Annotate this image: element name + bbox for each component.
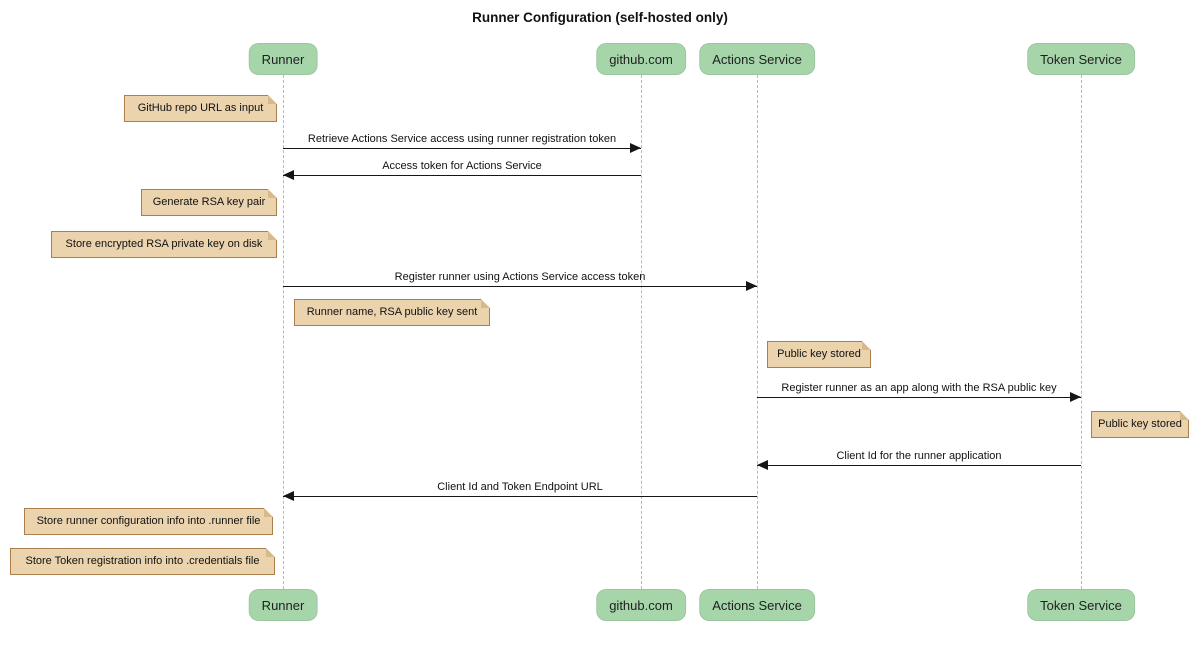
message-5-token-service-to-actions-service-label: Client Id for the runner application: [836, 450, 1002, 462]
message-3-runner-to-actions-service-line: [283, 286, 757, 287]
message-4-actions-service-to-token-service-label: Register runner as an app along with the…: [781, 382, 1057, 394]
message-4-actions-service-to-token-service-line: [757, 397, 1081, 398]
message-2-github-com-to-runner-label: Access token for Actions Service: [382, 160, 542, 172]
arrowhead-icon: [630, 143, 641, 153]
note-5-public-key-stored: Public key stored: [767, 341, 871, 368]
lifeline-token-service: [1081, 75, 1082, 589]
note-4-runner-name-rsa-public-key-sent: Runner name, RSA public key sent: [294, 299, 490, 326]
note-3-store-encrypted-rsa-private-key-on-disk: Store encrypted RSA private key on disk: [51, 231, 277, 258]
message-1-runner-to-github-com-line: [283, 148, 641, 149]
message-6-actions-service-to-runner-label: Client Id and Token Endpoint URL: [437, 481, 603, 493]
note-8-store-token-registration-info-into-crede: Store Token registration info into .cred…: [10, 548, 275, 575]
message-6-actions-service-to-runner-line: [283, 496, 757, 497]
arrowhead-icon: [283, 170, 294, 180]
participant-github-com-bottom: github.com: [596, 589, 686, 621]
message-5-token-service-to-actions-service-line: [757, 465, 1081, 466]
message-1-runner-to-github-com-label: Retrieve Actions Service access using ru…: [307, 133, 617, 145]
diagram-title: Runner Configuration (self-hosted only): [472, 10, 728, 25]
participant-token-service-bottom: Token Service: [1027, 589, 1135, 621]
participant-runner-top: Runner: [248, 43, 318, 75]
participant-token-service-top: Token Service: [1027, 43, 1135, 75]
participant-actions-service-bottom: Actions Service: [699, 589, 815, 621]
message-2-github-com-to-runner-line: [283, 175, 641, 176]
lifeline-github-com: [641, 75, 642, 589]
lifeline-actions-service: [757, 75, 758, 589]
message-3-runner-to-actions-service-label: Register runner using Actions Service ac…: [394, 271, 646, 283]
arrowhead-icon: [746, 281, 757, 291]
arrowhead-icon: [1070, 392, 1081, 402]
arrowhead-icon: [283, 491, 294, 501]
participant-runner-bottom: Runner: [248, 589, 318, 621]
participant-github-com-top: github.com: [596, 43, 686, 75]
note-2-generate-rsa-key-pair: Generate RSA key pair: [141, 189, 277, 216]
arrowhead-icon: [757, 460, 768, 470]
lifeline-runner: [283, 75, 284, 589]
note-1-github-repo-url-as-input: GitHub repo URL as input: [124, 95, 277, 122]
participant-actions-service-top: Actions Service: [699, 43, 815, 75]
note-7-store-runner-configuration-info-into-run: Store runner configuration info into .ru…: [24, 508, 273, 535]
note-6-public-key-stored: Public key stored: [1091, 411, 1189, 438]
